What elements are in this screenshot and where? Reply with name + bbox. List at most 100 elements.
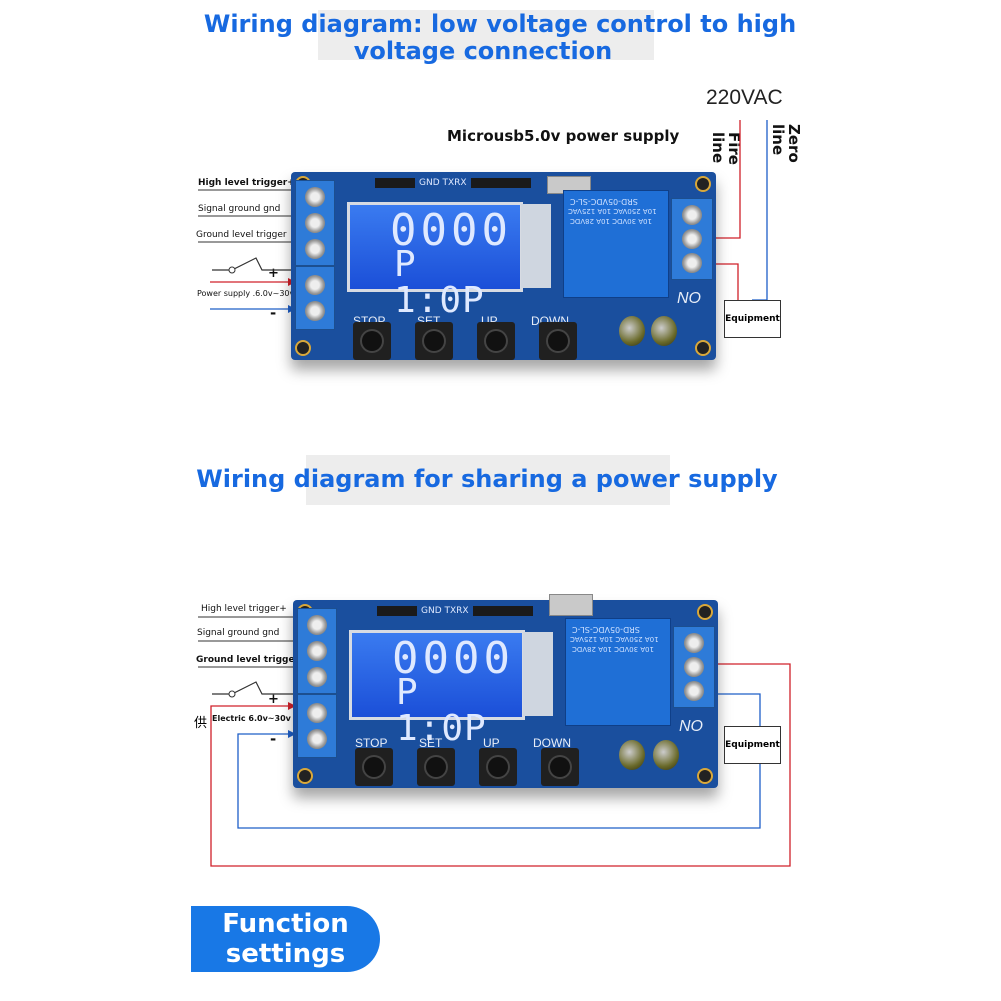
- button-label-down-2: DOWN: [533, 736, 571, 750]
- screw[interactable]: [684, 681, 704, 701]
- pcb-board-1: GND TXRX 0000 P 1:0P SRD-05VDC-SL-C 10A …: [291, 172, 716, 360]
- screw[interactable]: [684, 633, 704, 653]
- switch-wire: [212, 257, 294, 271]
- display-bottom-digits: P 1:0P: [394, 244, 485, 321]
- relay-rating-2-2: 10A 30VDC 10A 28VDC: [572, 645, 655, 653]
- screw[interactable]: [305, 301, 325, 321]
- function-settings-line2: settings: [225, 939, 346, 969]
- mount-hole: [297, 768, 313, 784]
- switch-node-2: [228, 690, 236, 698]
- screw[interactable]: [307, 667, 327, 687]
- supply-char: 供: [194, 716, 208, 731]
- ground-trigger-label-2: Ground level trigger: [196, 655, 300, 665]
- screw[interactable]: [307, 641, 327, 661]
- voltage-label: 220VAC: [706, 86, 783, 109]
- relay-model-2: SRD-05VDC-SL-C: [572, 625, 640, 634]
- mount-hole: [697, 768, 713, 784]
- screw[interactable]: [682, 253, 702, 273]
- relay-2: SRD-05VDC-SL-C 10A 250VAC 10A 125VAC 10A…: [565, 618, 671, 726]
- up-button-2[interactable]: [479, 748, 517, 786]
- screw[interactable]: [305, 275, 325, 295]
- screw[interactable]: [307, 703, 327, 723]
- minus-label-2: -: [270, 730, 277, 748]
- stop-button[interactable]: [353, 322, 391, 360]
- no-label: NO: [677, 290, 701, 307]
- ground-trigger-label: Ground level trigger: [196, 230, 287, 240]
- header-pins-2: [473, 606, 533, 616]
- stop-button-2[interactable]: [355, 748, 393, 786]
- relay: SRD-05VDC-SL-C 10A 250VAC 10A 125VAC 10A…: [563, 190, 669, 298]
- equipment-box-1: Equipment: [724, 300, 781, 338]
- relay-rating-1-2: 10A 250VAC 10A 125VAC: [570, 635, 659, 643]
- capacitor: [651, 316, 677, 346]
- up-button[interactable]: [477, 322, 515, 360]
- zero-line-label: Zero line: [769, 124, 803, 163]
- mount-hole: [695, 176, 711, 192]
- screw[interactable]: [305, 213, 325, 233]
- mount-hole: [697, 604, 713, 620]
- display-bottom-digits-2: P 1:0P: [396, 672, 487, 749]
- power-supply-label: Power supply .6.0v~30v: [197, 289, 295, 298]
- diagram1-title-line2: voltage connection: [353, 37, 613, 65]
- screw[interactable]: [305, 187, 325, 207]
- screw[interactable]: [305, 239, 325, 259]
- set-button[interactable]: [415, 322, 453, 360]
- input-terminal-bottom[interactable]: [295, 266, 335, 330]
- mount-hole: [295, 340, 311, 356]
- signal-gnd-label-2: Signal ground gnd: [197, 628, 280, 638]
- down-button-2[interactable]: [541, 748, 579, 786]
- screw[interactable]: [307, 615, 327, 635]
- high-trigger-label: High level trigger+: [198, 178, 295, 188]
- header-label: GND TXRX: [419, 178, 467, 188]
- fire-line-label: Fire line: [709, 132, 743, 165]
- input-terminal-top-2[interactable]: [297, 608, 337, 694]
- arrow-plus-2: [288, 702, 296, 710]
- pcb-board-2: GND TXRX 0000 P 1:0P SRD-05VDC-SL-C 10A …: [293, 594, 718, 788]
- wire-no-2: [712, 693, 761, 726]
- button-label-up-2: UP: [483, 736, 500, 750]
- function-settings-button[interactable]: Function settings: [191, 906, 380, 972]
- capacitor: [653, 740, 679, 770]
- capacitor: [619, 740, 645, 770]
- signal-gnd-label: Signal ground gnd: [198, 204, 281, 214]
- no-label-2: NO: [679, 718, 703, 735]
- input-terminal-top[interactable]: [295, 180, 335, 266]
- relay-terminal-2[interactable]: [673, 626, 715, 708]
- screw[interactable]: [684, 657, 704, 677]
- usb-power-label: Microusb5.0v power supply: [447, 127, 680, 145]
- wire-no: [712, 263, 739, 300]
- lcd-bezel: [521, 204, 551, 288]
- display-top-digits: 0000: [390, 205, 512, 256]
- title-highlight: [318, 10, 654, 60]
- function-settings-line1: Function: [222, 909, 349, 939]
- relay-terminal[interactable]: [671, 198, 713, 280]
- wire-minus-2: [237, 733, 761, 829]
- down-button[interactable]: [539, 322, 577, 360]
- minus-label: -: [270, 304, 277, 322]
- diagram2-title: Wiring diagram for sharing a power suppl…: [196, 465, 778, 493]
- arrow-minus-2: [288, 730, 296, 738]
- input-terminal-bottom-2[interactable]: [297, 694, 337, 758]
- button-label-set-2: SET: [419, 736, 443, 750]
- plus-label-2: +: [268, 692, 279, 707]
- header-pins: [377, 606, 417, 616]
- screw[interactable]: [682, 205, 702, 225]
- display-top-digits-2: 0000: [392, 633, 514, 684]
- screw[interactable]: [307, 729, 327, 749]
- wire-plus-2: [210, 663, 791, 867]
- screw[interactable]: [682, 229, 702, 249]
- header-label-2: GND TXRX: [421, 606, 469, 616]
- title-highlight-2: [306, 455, 670, 505]
- button-label-stop-2: STOP: [355, 736, 388, 750]
- lcd-bezel-2: [523, 632, 553, 716]
- header-pins: [375, 178, 415, 188]
- set-button-2[interactable]: [417, 748, 455, 786]
- plus-label: +: [268, 266, 279, 281]
- equipment-box-2: Equipment: [724, 726, 781, 764]
- mount-hole: [695, 340, 711, 356]
- capacitor: [619, 316, 645, 346]
- usb-port-2[interactable]: [549, 594, 593, 616]
- electric-label: Electric 6.0v~30v: [212, 714, 291, 723]
- switch-wire-2: [212, 681, 294, 695]
